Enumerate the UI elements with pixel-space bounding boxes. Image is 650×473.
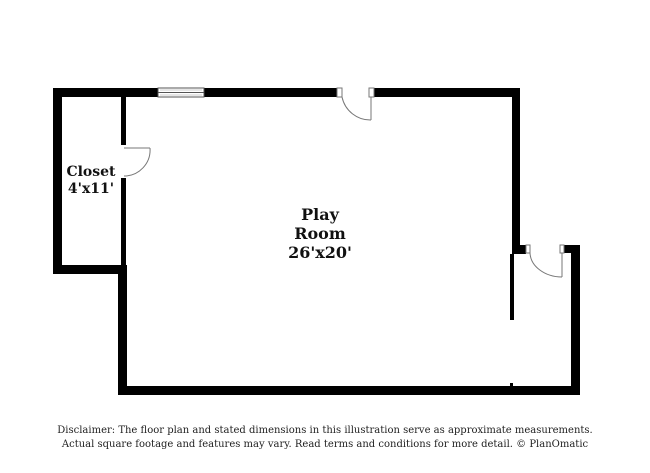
wall-north-left [53,88,158,97]
wall-east-jamb [512,245,526,254]
disclaimer-line-1: Disclaimer: The floor plan and stated di… [57,425,593,436]
wall-east-outer-jamb [564,245,580,253]
wall-south [118,386,580,395]
closet-dimensions: 4'x11' [68,181,114,197]
wall-east-outer [571,245,580,395]
disclaimer: Disclaimer: The floor plan and stated di… [0,424,650,452]
play-room-name-line2: Room [294,224,346,243]
wall-east-partition [510,254,514,320]
door-closet [123,147,151,177]
wall-east-upper [512,88,520,254]
wall-north-right [374,88,519,97]
window [157,87,205,98]
wall-tick [510,383,513,386]
walls [53,88,580,395]
door-east [525,244,565,278]
play-room-dimensions: 26'x20' [288,243,352,262]
wall-closet-east-lower [121,178,126,274]
disclaimer-line-2: Actual square footage and features may v… [61,439,589,450]
door-north [336,87,375,121]
play-room-name-line1: Play [301,205,339,224]
wall-closet-south [53,265,127,274]
wall-west-closet [53,88,62,274]
closet-name: Closet [66,164,116,180]
wall-north-mid [204,88,337,97]
wall-closet-east-upper [121,97,126,145]
wall-west-main [118,265,127,395]
